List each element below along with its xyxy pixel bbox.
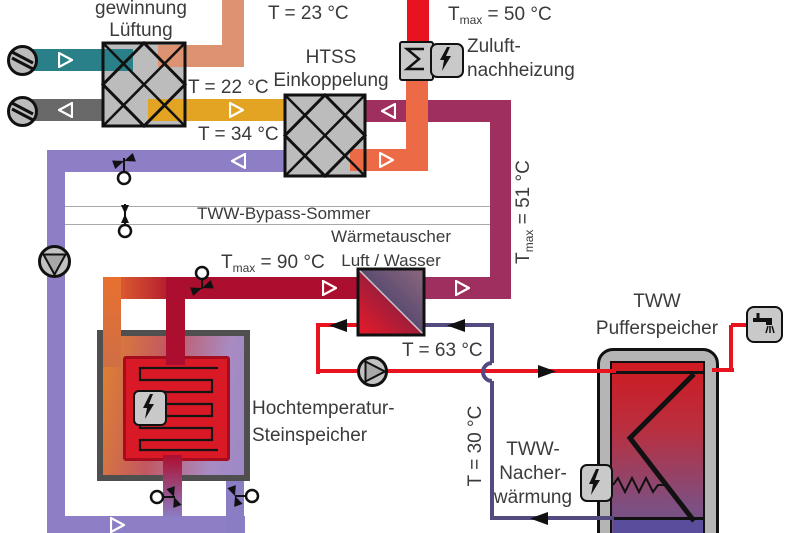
- pipe-supply-gold: [148, 99, 285, 121]
- arrow-icon: [229, 102, 244, 118]
- line-red-tank-out-h1: [712, 368, 734, 372]
- pipe-darkred-core-vertical: [166, 277, 185, 365]
- line-purple-hop: [481, 361, 493, 383]
- arrow-icon: [58, 102, 73, 118]
- line-purple-vert-upper: [490, 325, 494, 363]
- arrow-icon: [329, 319, 347, 332]
- valve-icon: [190, 265, 214, 296]
- pipe-orangered-vertical: [406, 75, 428, 171]
- label-t34: T = 34 °C: [198, 124, 279, 145]
- valve-icon: [227, 485, 260, 507]
- label-bypass: TWW-Bypass-Sommer: [197, 204, 371, 223]
- arrow-icon: [381, 103, 396, 119]
- pipe-purple-top: [47, 150, 285, 172]
- arrow-icon: [447, 319, 465, 332]
- pipe-crimson-top: [365, 100, 511, 122]
- label-t30: T = 30 °C: [465, 405, 486, 487]
- pipe-right-bottom-stub: [226, 481, 244, 533]
- label-t23: T = 23 °C: [268, 3, 349, 24]
- arrow-icon: [322, 280, 337, 296]
- label-tmax90: Tmax = 90 °C: [221, 252, 325, 275]
- valve-icon: [149, 486, 182, 508]
- valve-icon: [117, 204, 133, 239]
- pipe-red-top-vertical: [407, 0, 429, 43]
- line-red-tank-out-h2: [731, 323, 747, 327]
- tank-bottom-line: [612, 517, 704, 520]
- faucet-icon: [753, 313, 775, 334]
- pipe-outdoor-teal: [28, 49, 133, 71]
- reheater-electric-box: [430, 43, 464, 78]
- tank-resistor: [612, 475, 664, 495]
- pipe-purple-left-vertical: [47, 150, 65, 533]
- buffer-tank-inner: [610, 361, 705, 533]
- label-t22: T = 22 °C: [188, 77, 269, 98]
- label-tmax50: Tmax = 50 °C: [448, 4, 552, 27]
- hx-air-water: [356, 267, 426, 337]
- arrow-icon: [538, 365, 556, 378]
- valve-icon: [112, 153, 136, 186]
- label-zuluft: Zuluft-nachheizung: [467, 36, 575, 81]
- line-red-supply: [316, 369, 616, 373]
- arrow-icon: [455, 280, 470, 296]
- pipe-orange-left-vertical: [103, 277, 121, 367]
- lightning-icon: [589, 469, 600, 495]
- pump-icon: [357, 356, 388, 387]
- hx-htss: [283, 93, 367, 178]
- lightning-icon: [143, 394, 154, 419]
- heating-coil-icon: [138, 366, 218, 452]
- line-purple-vert-lower: [490, 381, 494, 520]
- label-stone-storage: Hochtemperatur-Steinspeicher: [252, 398, 395, 446]
- tank-chevron: [626, 372, 696, 523]
- pipe-purple-bottom: [47, 516, 245, 533]
- arrow-icon: [231, 153, 246, 169]
- pipe-salmon-vertical: [222, 0, 244, 60]
- pipe-crimson-vertical: [490, 100, 511, 299]
- tank-top-line: [612, 371, 704, 374]
- arrow-icon: [110, 517, 125, 533]
- arrow-icon: [530, 512, 548, 525]
- fan-icon: [7, 96, 38, 127]
- fan-icon: [7, 45, 38, 76]
- lightning-icon: [440, 47, 451, 71]
- arrow-icon: [379, 152, 394, 168]
- faucet-box: [746, 306, 783, 343]
- label-tmax51: Tmax = 51 °C: [513, 160, 536, 264]
- tank-bottom-band: [613, 520, 703, 533]
- line-red-wt-down: [316, 323, 320, 374]
- label-t63: T = 63 °C: [402, 340, 483, 361]
- tank-electric-box: [580, 464, 613, 502]
- hx-ventilation: [101, 41, 187, 128]
- heating-coil-icon: [403, 47, 424, 71]
- pump-icon: [38, 245, 71, 278]
- line-red-tank-out-v: [729, 325, 733, 372]
- pipe-exhaust-gray: [28, 99, 103, 121]
- line-purple-return: [490, 516, 614, 520]
- label-tww-nacherwaermung: TWW-Nacher-wärmung: [493, 439, 573, 508]
- arrow-icon: [58, 52, 73, 68]
- bypass-band: [62, 206, 490, 225]
